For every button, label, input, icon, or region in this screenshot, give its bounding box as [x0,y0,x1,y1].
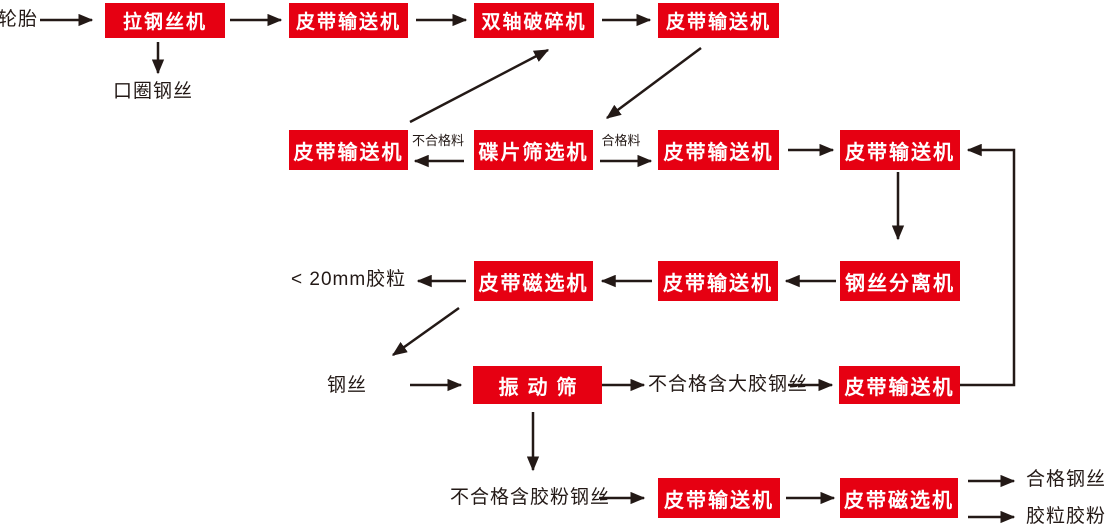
node-belt-conveyor-4: 皮带输送机 [840,130,960,170]
node-belt-conveyor-3: 皮带输送机 [658,130,779,170]
label-unqualified-wire-with-large-rubber: 不合格含大胶钢丝 [648,374,809,395]
label-steel-wire: 钢丝 [327,375,368,396]
node-belt-conveyor-2: 皮带输送机 [658,3,779,38]
node-steel-wire-separator: 钢丝分离机 [840,261,960,301]
label-rubber-granules-under-20mm: < 20mm胶粒 [291,269,407,290]
node-belt-magnetic-separator-2: 皮带磁选机 [840,478,958,518]
node-double-shaft-crusher: 双轴破碎机 [474,3,594,38]
node-belt-conveyor-7: 皮带输送机 [658,478,780,518]
label-bead-ring-steel-wire: 口圈钢丝 [113,81,194,102]
node-belt-magnetic-separator-1: 皮带磁选机 [474,261,593,301]
label-unqualified-wire-with-rubber-powder: 不合格含胶粉钢丝 [450,487,611,508]
node-belt-conveyor-6: 皮带输送机 [839,366,960,404]
arrow-reject-belt-to-crusher [409,48,550,124]
node-belt-conveyor-reject-return: 皮带输送机 [289,130,408,170]
label-qualified-steel-wire: 合格钢丝 [1026,469,1107,490]
node-wire-drawing-machine: 拉钢丝机 [105,3,225,38]
label-rubber-granules-and-powder: 胶粒胶粉 [1026,506,1107,526]
arrow-magnetic1-to-steel-wire [391,306,460,357]
label-unqualified-material: 不合格料 [411,133,464,148]
node-belt-conveyor-1: 皮带输送机 [289,3,408,38]
node-vibrating-screen: 振动筛 [473,366,602,404]
node-belt-conveyor-5: 皮带输送机 [658,261,778,301]
node-disc-screening-machine: 碟片筛选机 [474,130,593,170]
arrow-belt2-to-disc-screener [605,46,702,120]
label-tire: 轮胎 [0,9,39,30]
label-qualified-material: 合格料 [601,133,641,148]
arrow-belt6-return-to-belt4 [960,143,1016,387]
